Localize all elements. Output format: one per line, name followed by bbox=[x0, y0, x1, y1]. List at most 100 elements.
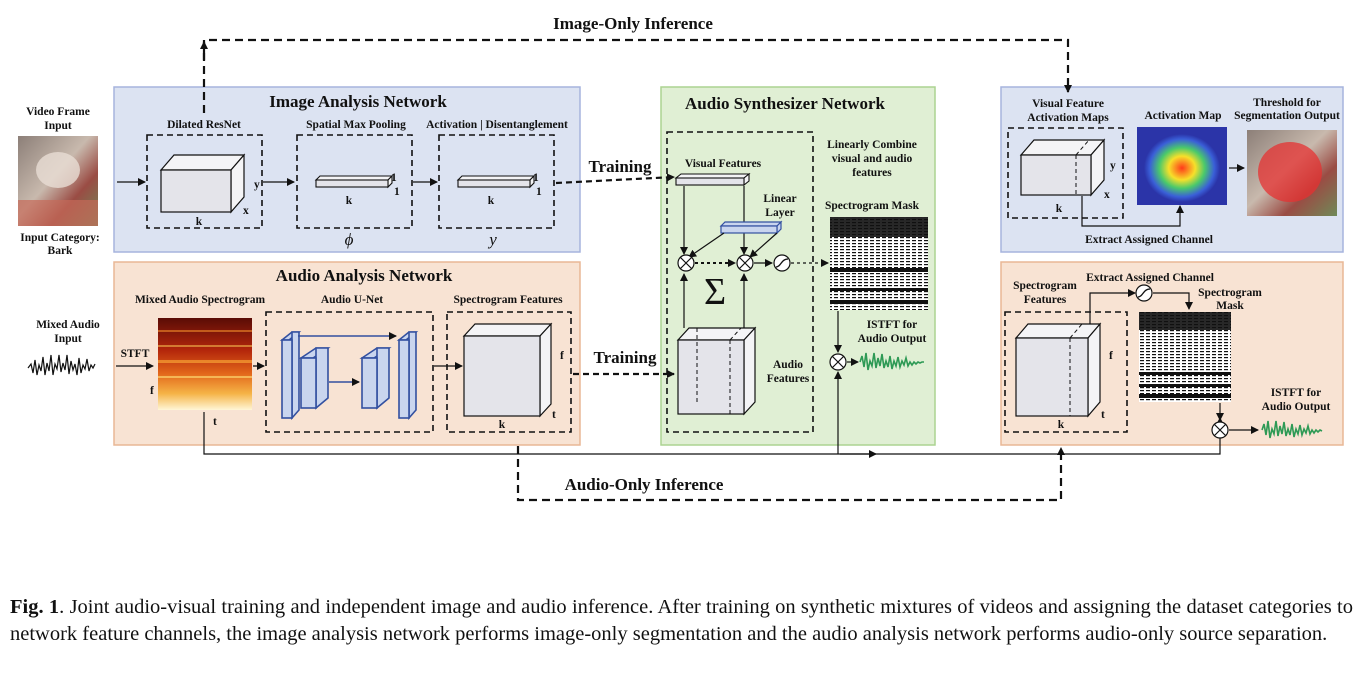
pool-one-a: 1 bbox=[391, 172, 397, 184]
image-network-title: Image Analysis Network bbox=[269, 92, 447, 111]
linear-label-1: Linear bbox=[763, 193, 796, 205]
video-frame-label-2: Input bbox=[44, 120, 72, 132]
activation-label: Activation | Disentanglement bbox=[426, 119, 568, 131]
visual-features-vector bbox=[674, 172, 751, 187]
synth-istft-label-1: ISTFT for bbox=[867, 319, 918, 331]
caption-text: . Joint audio-visual training and indepe… bbox=[10, 596, 1354, 645]
synth-spectrogram-mask-image bbox=[830, 217, 928, 310]
input-category-value: Bark bbox=[48, 245, 74, 257]
istft-multiply-node bbox=[829, 353, 847, 371]
synth-output-waveform bbox=[859, 352, 924, 371]
audio-features-label-2: Features bbox=[767, 373, 810, 385]
pooling-box bbox=[296, 134, 413, 229]
out-t: t bbox=[1101, 409, 1105, 421]
linear-layer-vector bbox=[719, 220, 783, 235]
out-mask-label-2: Mask bbox=[1216, 300, 1244, 312]
visual-features-label: Visual Features bbox=[685, 158, 762, 170]
figure-caption: Fig. 1. Joint audio-visual training and … bbox=[10, 594, 1353, 648]
multiply-node-2 bbox=[736, 254, 754, 272]
out-istft-label-1: ISTFT for bbox=[1271, 387, 1322, 399]
resnet-k: k bbox=[196, 216, 203, 228]
mixed-spectrogram-label: Mixed Audio Spectrogram bbox=[135, 294, 266, 306]
video-frame-label: Video Frame bbox=[26, 106, 90, 118]
sum-symbol: Σ bbox=[704, 271, 726, 313]
dilated-resnet-label: Dilated ResNet bbox=[167, 119, 241, 131]
spectrogram-features-cube bbox=[462, 322, 553, 418]
mixed-audio-label: Mixed Audio bbox=[36, 319, 100, 331]
linear-to-mult-b bbox=[749, 232, 778, 258]
resnet-feature-cube bbox=[159, 153, 246, 214]
out-f: f bbox=[1109, 350, 1113, 362]
mixed-spectrogram-image bbox=[158, 318, 252, 410]
vfam-cube bbox=[1019, 138, 1106, 197]
out-spectrogram-mask-image bbox=[1139, 312, 1231, 402]
synth-mask-label: Spectrogram Mask bbox=[825, 200, 920, 212]
activation-box bbox=[438, 134, 555, 229]
pooled-vector bbox=[314, 174, 394, 189]
features-f: f bbox=[560, 350, 564, 362]
out-istft-label-2: Audio Output bbox=[1262, 401, 1331, 413]
vfam-y: y bbox=[1110, 160, 1116, 172]
unet-box bbox=[265, 311, 434, 433]
out-spec-feat-label-1: Spectrogram bbox=[1013, 280, 1077, 292]
act-one-b: 1 bbox=[536, 186, 542, 198]
video-frame-image bbox=[18, 136, 98, 226]
act-k: k bbox=[488, 195, 495, 207]
vfam-box bbox=[1007, 127, 1124, 219]
synth-inner-box bbox=[666, 131, 814, 433]
out-spec-feat-cube bbox=[1014, 322, 1102, 418]
out-sigmoid-node bbox=[1135, 284, 1153, 302]
audio-only-inference-label: Audio-Only Inference bbox=[565, 475, 724, 494]
phi-symbol: ϕ bbox=[345, 230, 354, 249]
image-inference-path bbox=[202, 38, 1072, 113]
audio-training-label: Training bbox=[594, 348, 657, 367]
act-one-a: 1 bbox=[533, 172, 539, 184]
mixed-audio-waveform bbox=[27, 354, 96, 376]
out-mask-label-1: Spectrogram bbox=[1198, 287, 1262, 299]
out-spec-feat-box bbox=[1004, 311, 1128, 433]
image-training-label: Training bbox=[589, 157, 652, 176]
spectrogram-features-box bbox=[446, 311, 572, 433]
out-multiply-node bbox=[1211, 421, 1229, 439]
architecture-diagram: Image Analysis Network Audio Analysis Ne… bbox=[18, 14, 1344, 502]
linear-to-mult-a bbox=[688, 232, 725, 258]
mixed-audio-label-2: Input bbox=[54, 333, 82, 345]
unet-blocks bbox=[279, 331, 419, 421]
combine-label-2: visual and audio bbox=[832, 153, 913, 165]
multiply-node-1 bbox=[677, 254, 695, 272]
extract-channel-label-top: Extract Assigned Channel bbox=[1085, 234, 1213, 246]
dilated-resnet-box bbox=[146, 134, 263, 229]
out-audio-waveform bbox=[1261, 420, 1323, 439]
pooling-label: Spatial Max Pooling bbox=[306, 119, 406, 131]
caption-label: Fig. 1 bbox=[10, 596, 60, 618]
segmentation-output-image bbox=[1247, 130, 1337, 216]
features-t: t bbox=[552, 409, 556, 421]
threshold-label-1: Threshold for bbox=[1253, 97, 1321, 109]
spectrogram-f: f bbox=[150, 385, 154, 397]
stft-label: STFT bbox=[121, 348, 150, 360]
sigmoid-to-out-mask bbox=[1153, 292, 1193, 310]
features-k: k bbox=[499, 419, 506, 431]
linear-label-2: Layer bbox=[765, 207, 794, 219]
unet-label: Audio U-Net bbox=[321, 294, 383, 306]
audio-network-title: Audio Analysis Network bbox=[276, 266, 453, 285]
combine-label-3: features bbox=[852, 167, 892, 179]
synth-istft-label-2: Audio Output bbox=[858, 333, 927, 345]
extract-channel-path-top bbox=[1081, 196, 1184, 227]
combine-label-1: Linearly Combine bbox=[827, 139, 917, 151]
spectrogram-t: t bbox=[213, 416, 217, 428]
audio-features-label-1: Audio bbox=[773, 359, 803, 371]
audio-inference-path bbox=[516, 446, 1065, 502]
image-only-inference-label: Image-Only Inference bbox=[553, 14, 713, 33]
input-category-label: Input Category: bbox=[20, 232, 100, 244]
pool-k: k bbox=[346, 195, 353, 207]
activation-map-label: Activation Map bbox=[1145, 110, 1222, 122]
vfam-k: k bbox=[1056, 203, 1063, 215]
resnet-y: y bbox=[254, 179, 260, 191]
gamma-symbol: y bbox=[487, 230, 497, 249]
extract-channel-label-bottom: Extract Assigned Channel bbox=[1086, 272, 1214, 284]
pool-one-b: 1 bbox=[394, 186, 400, 198]
sigmoid-node bbox=[773, 254, 791, 272]
resnet-x: x bbox=[243, 205, 249, 217]
audio-features-cube bbox=[676, 326, 757, 416]
